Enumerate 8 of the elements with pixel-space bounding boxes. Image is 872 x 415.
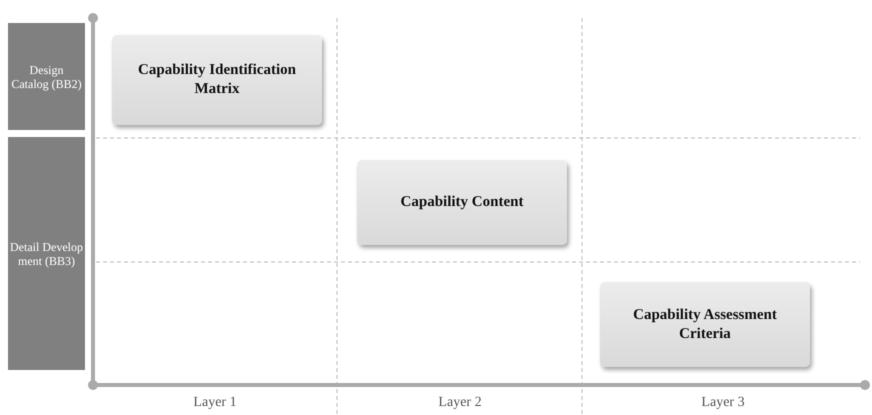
process-box: Capability Assessment Criteria (600, 282, 810, 367)
process-box: Capability Identification Matrix (112, 35, 322, 125)
row-header: Detail Develop ment (BB3) (8, 137, 85, 370)
column-label: Layer 2 (438, 395, 482, 411)
row-header: Design Catalog (BB2) (8, 23, 85, 130)
column-label: Layer 1 (193, 395, 237, 411)
column-label: Layer 3 (701, 395, 745, 411)
process-box: Capability Content (357, 160, 567, 245)
